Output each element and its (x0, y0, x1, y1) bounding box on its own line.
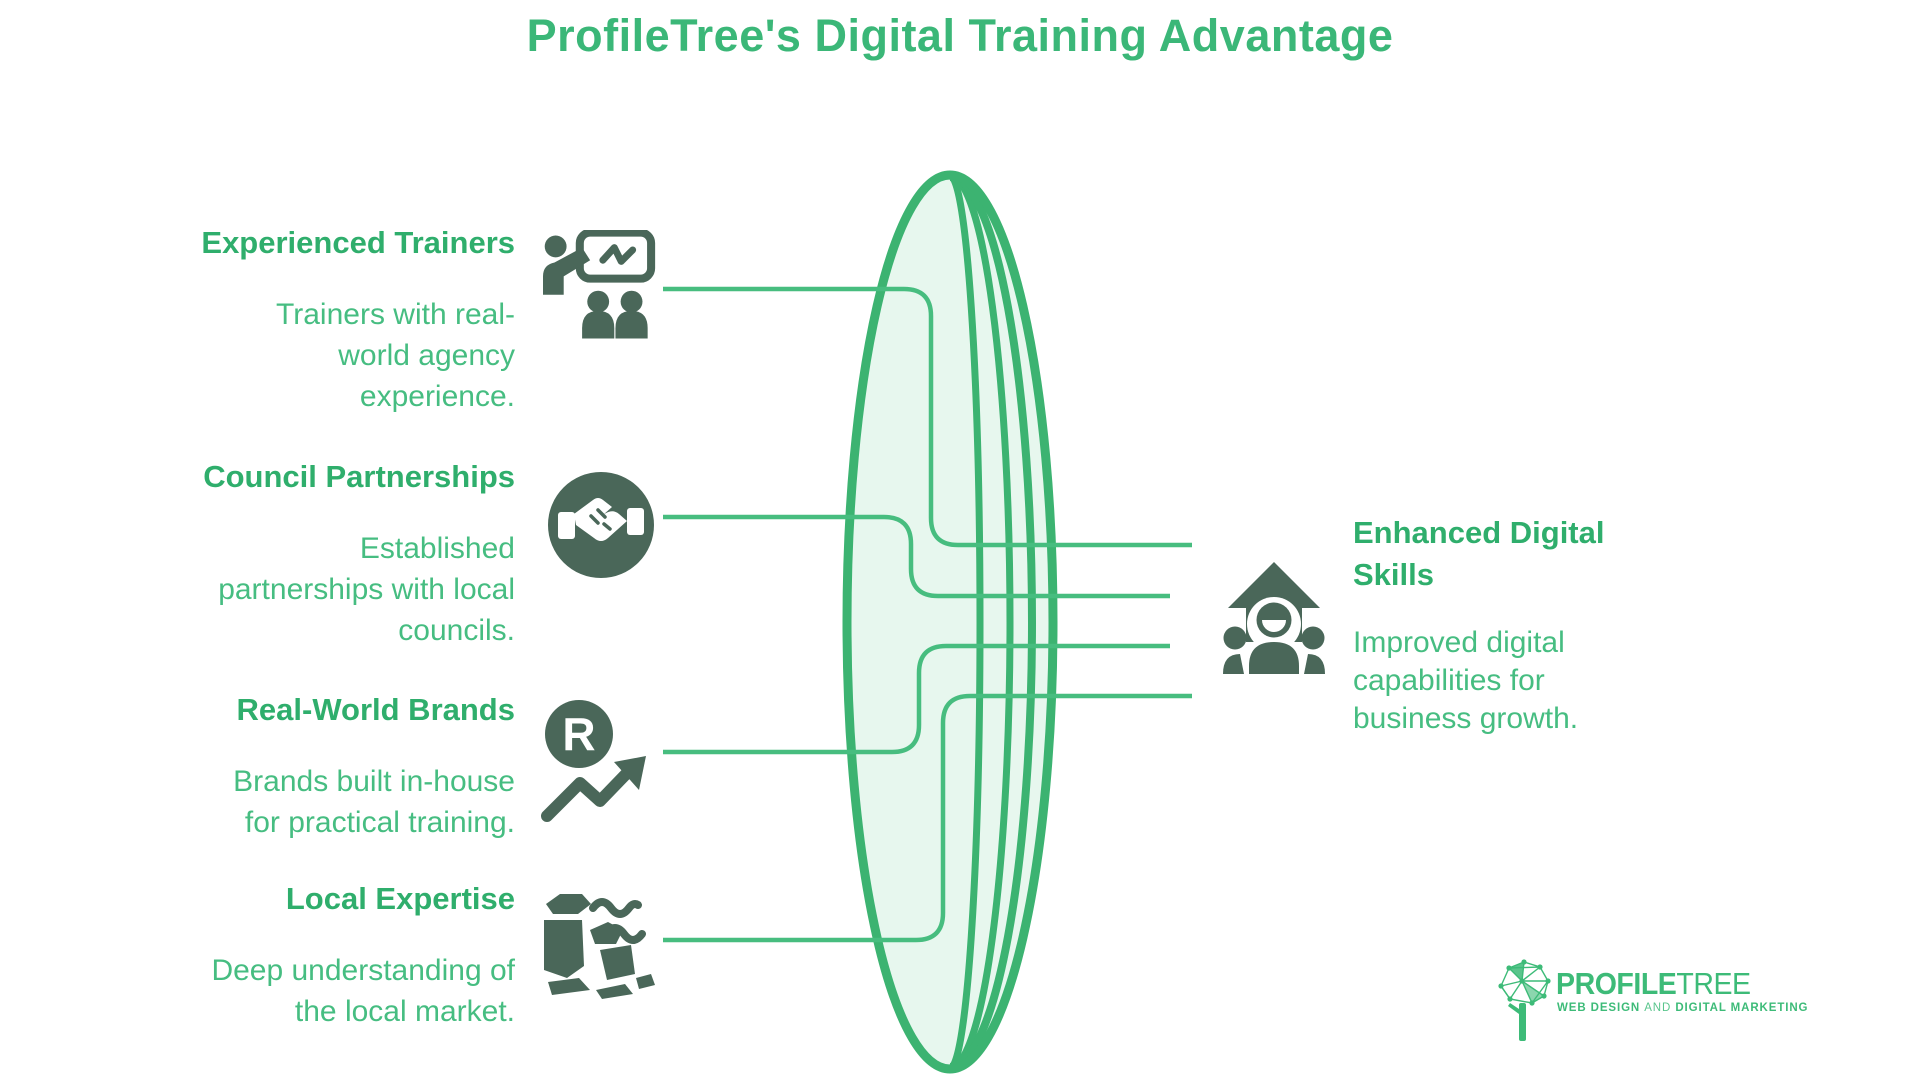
lens-inner-arc-2 (949, 172, 1014, 1072)
lens-outline (842, 170, 1058, 1074)
connector-council-partnerships (663, 514, 1170, 599)
item-body-line: experience. (359, 380, 515, 413)
logo-wordmark: PROFILETREE (1556, 966, 1768, 1002)
left-item-local-expertise: Local Expertise Deep understanding of th… (150, 880, 515, 1032)
item-heading: Enhanced Digital Skills (1353, 512, 1693, 596)
lens-inner-arc-3 (949, 173, 1036, 1071)
item-body-line: business growth. (1353, 702, 1579, 735)
right-item-enhanced-digital-skills: Enhanced Digital Skills Improved digital… (1353, 512, 1693, 738)
connector-real-world-brands (663, 643, 1170, 755)
profiletree-logo: PROFILETREE WEB DESIGN AND DIGITAL MARKE… (1494, 958, 1808, 1048)
item-body-line: Improved digital (1353, 626, 1565, 659)
item-body-line: partnerships with local (218, 573, 515, 606)
logo-name-light: TREE (1676, 966, 1751, 1001)
connector-local-expertise (663, 693, 1192, 943)
item-heading: Experienced Trainers (201, 225, 515, 260)
item-body: Deep understanding of the local market. (150, 950, 515, 1032)
item-body-line: Deep understanding of (211, 954, 515, 987)
item-heading-line: Skills (1353, 557, 1434, 592)
item-body-line: Trainers with real- (276, 298, 515, 331)
trainer-presentation-icon (543, 230, 656, 339)
left-item-experienced-trainers: Experienced Trainers Trainers with real-… (150, 224, 515, 417)
svg-text:R: R (562, 708, 595, 760)
item-body-line: councils. (398, 614, 515, 647)
item-body-line: Brands built in-house (233, 765, 515, 798)
lens-inner-arc-1 (948, 172, 984, 1072)
item-heading-line: Enhanced Digital (1353, 515, 1605, 550)
item-body: Trainers with real- world agency experie… (150, 294, 515, 417)
logo-tagline: WEB DESIGN AND DIGITAL MARKETING (1557, 1002, 1808, 1014)
left-item-real-world-brands: Real-World Brands Brands built in-house … (150, 691, 515, 843)
brand-growth-icon: R (541, 700, 646, 822)
item-body-line: for practical training. (244, 806, 515, 839)
item-body: Improved digital capabilities for busine… (1353, 624, 1693, 738)
handshake-icon (548, 472, 654, 578)
item-body-line: Established (359, 532, 515, 565)
logo-tagline-bold-1: WEB DESIGN (1557, 1002, 1641, 1014)
logo-tagline-light: AND (1644, 1002, 1672, 1014)
item-body-line: capabilities for (1353, 664, 1545, 697)
logo-name-bold: PROFILE (1556, 966, 1677, 1001)
item-heading: Local Expertise (285, 881, 515, 916)
item-body: Established partnerships with local coun… (150, 528, 515, 651)
logo-tagline-bold-2: DIGITAL MARKETING (1675, 1002, 1809, 1014)
tree-network-icon (1498, 959, 1551, 1041)
page-title: ProfileTree's Digital Training Advantage (526, 10, 1394, 61)
item-body: Brands built in-house for practical trai… (150, 761, 515, 843)
connector-experienced-trainers (663, 286, 1192, 548)
item-body-line: the local market. (294, 995, 515, 1028)
local-landscape-icon (544, 894, 655, 999)
item-heading: Council Partnerships (203, 459, 515, 494)
left-item-council-partnerships: Council Partnerships Established partner… (150, 458, 515, 651)
item-body-line: world agency (338, 339, 515, 372)
growth-people-icon (1223, 562, 1325, 674)
item-heading: Real-World Brands (236, 692, 515, 727)
